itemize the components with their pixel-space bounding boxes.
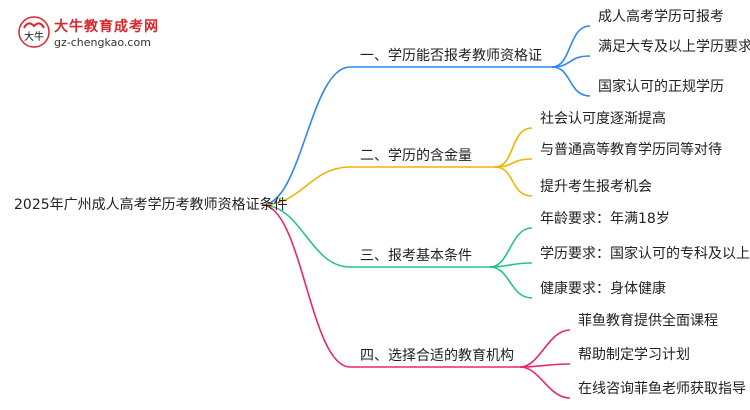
connector-branch-1-leaf-1	[551, 25, 591, 68]
connector-branch-1-leaf-2	[551, 55, 591, 68]
branch-node-1[interactable]: 一、学历能否报考教师资格证	[360, 48, 542, 64]
leaf-node-2-3[interactable]: 提升考生报考机会	[540, 179, 652, 195]
logo-title: 大牛教育成考网	[54, 19, 159, 35]
branch-node-4[interactable]: 四、选择合适的教育机构	[360, 348, 514, 364]
leaf-node-1-1[interactable]: 成人高考学历可报考	[598, 9, 724, 25]
leaf-node-1-3[interactable]: 国家认可的正规学历	[598, 79, 724, 95]
svg-text:大牛: 大牛	[24, 30, 44, 43]
leaf-node-1-2[interactable]: 满足大专及以上学历要求	[598, 39, 750, 55]
connector-branch-2-leaf-1	[494, 127, 533, 168]
leaf-node-4-2[interactable]: 帮助制定学习计划	[578, 347, 690, 363]
connector-root-branch-3	[261, 204, 351, 268]
bull-logo-icon: 大牛	[18, 16, 50, 48]
leaf-node-4-3[interactable]: 在线咨询菲鱼老师获取指导	[578, 381, 746, 397]
connector-root-branch-1	[261, 66, 351, 206]
leaf-node-4-1[interactable]: 菲鱼教育提供全面课程	[578, 313, 718, 329]
branch-node-2[interactable]: 二、学历的含金量	[360, 148, 472, 164]
leaf-node-2-2[interactable]: 与普通高等教育学历同等对待	[540, 142, 722, 158]
connector-root-branch-4	[261, 204, 351, 368]
connector-branch-4-leaf-3	[519, 366, 571, 399]
connector-branch-3-leaf-3	[489, 266, 533, 299]
logo-url: gz-chengkao.com	[54, 36, 151, 49]
leaf-node-2-1[interactable]: 社会认可度逐渐提高	[540, 111, 666, 127]
connector-branch-1-leaf-3	[551, 66, 591, 97]
connector-branch-4-leaf-1	[519, 329, 571, 368]
connector-branch-3-leaf-1	[489, 227, 533, 268]
site-logo[interactable]: 大牛 大牛教育成考网 gz-chengkao.com	[18, 14, 178, 54]
leaf-node-3-3[interactable]: 健康要求：身体健康	[540, 281, 666, 297]
mindmap-root-node[interactable]: 2025年广州成人高考学历考教师资格证条件	[14, 197, 288, 213]
leaf-node-3-2[interactable]: 学历要求：国家认可的专科及以上	[540, 246, 750, 262]
connector-branch-2-leaf-3	[494, 166, 533, 197]
connector-root-branch-2	[261, 166, 351, 206]
leaf-node-3-1[interactable]: 年龄要求：年满18岁	[540, 211, 670, 227]
branch-node-3[interactable]: 三、报考基本条件	[360, 248, 472, 264]
